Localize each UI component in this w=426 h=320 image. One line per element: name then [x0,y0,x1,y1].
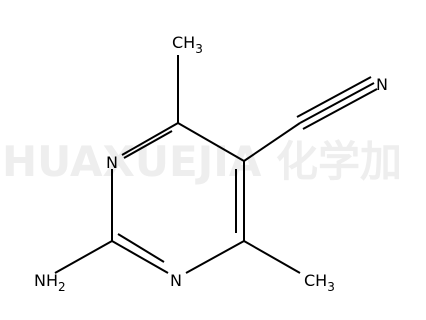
amino-main: NH [34,271,58,290]
bond-c4-n3 [121,122,179,156]
bond-cyano-triple-2 [296,76,372,118]
methyl-top-main: CH [172,33,195,52]
group-amino: NH2 [34,271,66,294]
watermark: HUAXUEJIA 化学加 [2,137,402,186]
atom-nitrile-n: N [376,75,388,94]
atom-n1: N [170,271,182,290]
bond-c4-n3-inner [123,130,173,159]
bond-cyano-triple-1 [299,82,375,124]
bond-c6-methyl [243,240,301,274]
group-methyl-top: CH3 [172,33,203,56]
methyl-bottom-sub: 3 [327,280,335,294]
amino-sub: 2 [58,280,66,294]
bond-c5-c4 [177,122,245,162]
bond-c2-n1-inner [117,233,165,263]
methyl-top-sub: 3 [195,42,203,56]
bond-c2-amino [54,240,113,274]
atom-n3: N [106,153,118,172]
bond-n1-c6 [185,240,245,274]
bond-c5-cyano [243,122,301,162]
group-methyl-bottom: CH3 [304,271,335,294]
bond-c2-n1 [111,240,169,274]
methyl-bottom-main: CH [304,271,327,290]
bond-cyano-triple-3 [302,88,378,130]
